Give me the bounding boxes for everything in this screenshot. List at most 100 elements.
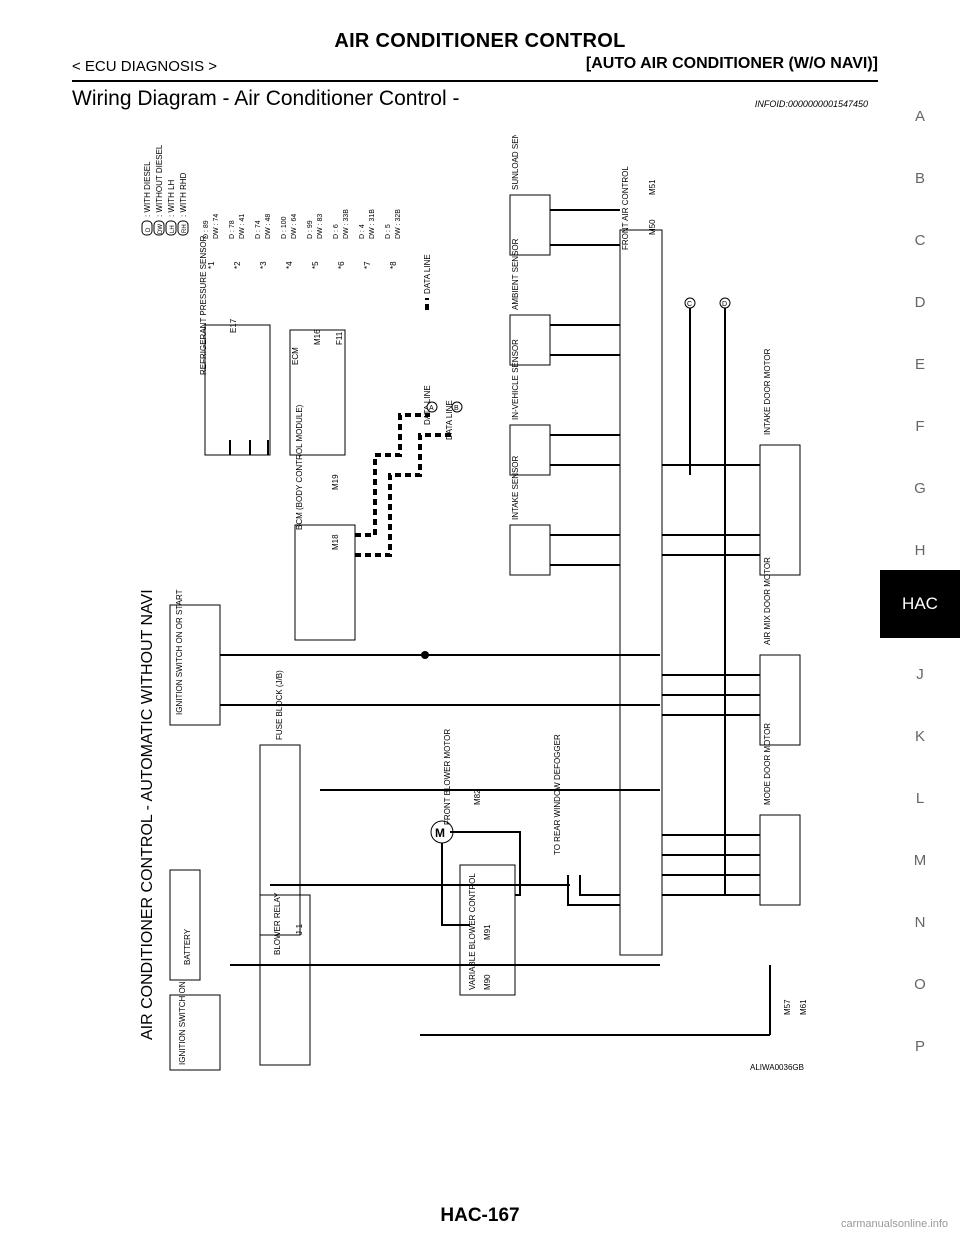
ecm-box — [289, 329, 346, 456]
watermark: carmanualsonline.info — [840, 1218, 948, 1230]
variable-blower-box — [459, 864, 516, 996]
bcm-box — [294, 524, 356, 641]
front-ac-control-box — [619, 229, 663, 956]
star-dw-value: DW : 33B — [343, 209, 350, 239]
star-d-value: D : 100 — [281, 216, 288, 239]
sunload-sensor-label: SUNLOAD SENSOR — [511, 135, 520, 190]
section-tab-l: L — [915, 790, 925, 807]
variable-blower-label: VARIABLE BLOWER CONTROL — [468, 873, 477, 990]
ign-start-label: IGNITION SWITCH ON OR START — [175, 589, 184, 715]
variable-blower-conn-2: M91 — [483, 924, 492, 940]
section-tab-d: D — [914, 294, 926, 311]
legend-tag-d: D — [146, 227, 152, 232]
refrigerant-sensor-label: REFRIGERANT PRESSURE SENSOR — [199, 235, 208, 375]
legend-tag-lh: LH — [170, 225, 176, 233]
in-vehicle-sensor-box — [509, 424, 551, 476]
data-line-legend: DATA LINE — [423, 254, 432, 294]
in-vehicle-sensor-label: IN-VEHICLE SENSOR — [511, 339, 520, 420]
section-tab-h: H — [914, 542, 926, 559]
ecm-label: ECM — [291, 347, 300, 365]
star-dw-value: DW : 64 — [291, 214, 298, 239]
battery-label: BATTERY — [183, 928, 192, 965]
front-ac-control-conn-2: M51 — [648, 179, 657, 195]
data-line-label-2: DATA LINE — [445, 400, 454, 440]
star-d-value: D : 89 — [203, 220, 210, 239]
ign-on-box — [169, 994, 221, 1071]
section-tab-k: K — [914, 728, 925, 745]
legend-text-d: : WITH DIESEL — [143, 161, 152, 217]
refrigerant-sensor-conn: E17 — [229, 318, 238, 333]
star-label: *7 — [363, 261, 372, 269]
front-ac-control-label: FRONT AIR CONTROL — [621, 166, 630, 250]
star-dw-value: DW : 32B — [395, 209, 402, 239]
legend-tag-rh: RH — [182, 224, 188, 233]
star-label: *5 — [311, 261, 320, 269]
fuse-block-label: FUSE BLOCK (J/B) — [275, 670, 284, 740]
header-section-path: < ECU DIAGNOSIS > — [72, 58, 218, 75]
bcm-label: BCM (BODY CONTROL MODULE) — [295, 404, 304, 530]
star-d-value: D : 5 — [385, 224, 392, 239]
section-tab-b: B — [914, 170, 925, 187]
section-tab-m: M — [913, 852, 927, 869]
star-d-value: D : 74 — [255, 220, 262, 239]
ign-on-label: IGNITION SWITCH ON — [178, 981, 187, 1065]
intake-door-motor-label: INTAKE DOOR MOTOR — [763, 348, 772, 435]
star-label: *4 — [285, 261, 294, 269]
section-tab-n: N — [914, 914, 926, 931]
variable-blower-conn-1: M90 — [483, 974, 492, 990]
section-tab-g: G — [914, 480, 926, 497]
fuse-block-box — [259, 744, 301, 936]
ecm-conn-2: F11 — [335, 331, 344, 345]
section-tab-a: A — [914, 108, 925, 125]
legend-tag-dw: DW — [158, 224, 164, 234]
star-d-value: D : 6 — [333, 224, 340, 239]
section-tab-j: J — [916, 666, 924, 683]
intake-sensor-label: INTAKE SENSOR — [511, 455, 520, 520]
page-header-title: AIR CONDITIONER CONTROL — [334, 30, 626, 52]
star-dw-value: DW : 74 — [213, 214, 220, 239]
star-dw-value: DW : 41 — [239, 214, 246, 239]
mode-door-motor-box — [759, 814, 801, 906]
page-number: HAC-167 — [440, 1205, 520, 1226]
mode-door-motor-label: MODE DOOR MOTOR — [763, 723, 772, 805]
front-blower-label: FRONT BLOWER MOTOR — [443, 729, 452, 825]
ground-conn-2: M61 — [799, 999, 808, 1015]
svg-text:M: M — [435, 826, 445, 840]
ecm-conn-1: M16 — [313, 329, 322, 345]
star-d-value: D : 78 — [229, 220, 236, 239]
ref-c: C — [687, 301, 692, 308]
section-tab-o: O — [914, 976, 926, 993]
section-tab-f: F — [915, 418, 925, 435]
blower-relay-box — [259, 894, 311, 1066]
legend-text-rh: : WITH RHD — [179, 172, 188, 217]
air-mix-motor-label: AIR MIX DOOR MOTOR — [763, 557, 772, 645]
wiring-diagram: .w { stroke:#000; stroke-width:2; fill:n… — [130, 115, 850, 1075]
star-label: *2 — [233, 261, 242, 269]
ign-start-box — [169, 604, 221, 726]
rear-defogger-label: TO REAR WINDOW DEFOGGER — [553, 734, 562, 855]
header-divider — [72, 80, 878, 82]
star-label: *8 — [389, 261, 398, 269]
section-tab-c: C — [914, 232, 926, 249]
diagram-title: AIR CONDITIONER CONTROL - AUTOMATIC WITH… — [139, 589, 156, 1040]
star-dw-value: DW : 83 — [317, 214, 324, 239]
ref-d: D — [722, 301, 727, 308]
ambient-sensor-box — [509, 314, 551, 366]
battery-box — [169, 869, 201, 981]
legend-text-dw: : WITHOUT DIESEL — [155, 144, 164, 217]
star-label: *6 — [337, 261, 346, 269]
diagram-code: ALIWA0036GB — [750, 1063, 804, 1072]
section-tab-e: E — [914, 356, 925, 373]
ref-a: A — [429, 405, 434, 412]
section-title: Wiring Diagram - Air Conditioner Control… — [72, 87, 460, 110]
air-mix-motor-box — [759, 654, 801, 746]
section-tab-p: P — [914, 1038, 925, 1055]
star-label: *1 — [207, 261, 216, 269]
